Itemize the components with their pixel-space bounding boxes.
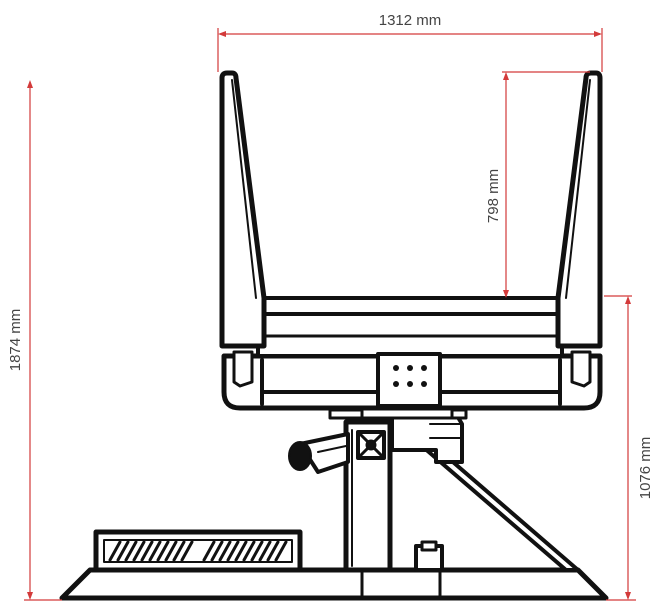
label-width-top: 1312 mm [379, 12, 442, 29]
dimension-lines [24, 28, 636, 601]
pivot-arm [288, 432, 350, 474]
dimension-height-seat [604, 295, 636, 601]
equipment-outline [59, 70, 609, 601]
base-platform [59, 567, 609, 601]
left-arm [219, 70, 267, 349]
label-height-seat: 1076 mm [637, 437, 654, 500]
mounting-plate [376, 352, 442, 408]
dimension-height-arms [502, 71, 590, 298]
label-height-total: 1874 mm [7, 309, 24, 372]
label-height-arms: 798 mm [485, 169, 502, 223]
cross-beam [220, 296, 602, 358]
dimension-height-total [24, 80, 62, 601]
pivot-joint [356, 430, 386, 460]
right-arm [555, 70, 603, 349]
grille-box [93, 529, 303, 573]
base-bracket [414, 540, 444, 572]
hydraulic-housing [390, 412, 464, 464]
dimension-width-top [217, 28, 603, 72]
